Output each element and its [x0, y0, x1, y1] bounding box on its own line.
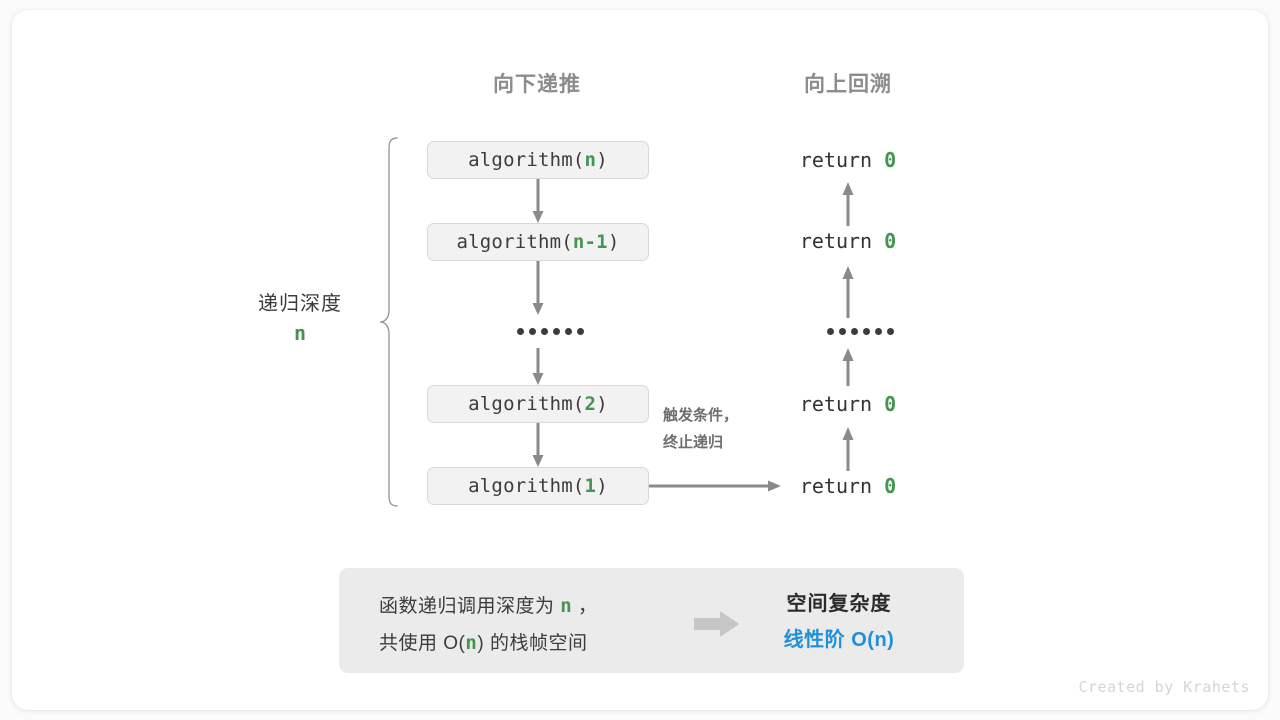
summary-line1-c: ， [572, 596, 598, 617]
summary-description: 函数递归调用深度为 n ， 共使用 O(n) 的栈帧空间 [379, 588, 598, 662]
return-label-4-text: return [799, 474, 885, 498]
return-label-3: return 0 [758, 392, 938, 416]
call-box-n-minus-1: algorithm(n-1) [427, 223, 649, 261]
down-arrow-2 [532, 261, 544, 315]
footer-credit: Created by Krahets [1078, 678, 1250, 696]
summary-description-line1: 函数递归调用深度为 n ， [379, 588, 598, 625]
recursion-depth-text: 递归深度 [258, 293, 342, 315]
recursion-depth-brace [379, 137, 398, 507]
return-label-4: return 0 [758, 474, 938, 498]
summary-description-line2: 共使用 O(n) 的栈帧空间 [379, 625, 598, 662]
diagram-card: 向下递推 向上回溯 递归深度 n algorithm(n) algorithm(… [12, 10, 1268, 710]
call-box-n-suffix: ) [596, 149, 608, 171]
return-label-1: return 0 [758, 148, 938, 172]
summary-result-value: 线性阶 O(n) [783, 629, 895, 651]
base-case-note-line1: 触发条件， [663, 407, 739, 424]
call-box-1-suffix: ) [596, 475, 608, 497]
base-case-note-line2: 终止递归 [663, 434, 724, 451]
call-box-n-minus-1-prefix: algorithm( [456, 231, 573, 253]
call-box-2-arg: 2 [584, 393, 597, 415]
down-arrow-1 [532, 179, 544, 223]
call-box-1: algorithm(1) [427, 467, 649, 505]
heading-upward-backtrack: 向上回溯 [804, 73, 892, 96]
call-box-2-suffix: ) [596, 393, 608, 415]
left-ellipsis-dots [517, 328, 584, 335]
summary-line2-a: 共使用 O( [379, 633, 466, 654]
summary-line1-n: n [560, 595, 573, 617]
call-box-2: algorithm(2) [427, 385, 649, 423]
result-arrow-icon [694, 611, 739, 637]
up-arrow-3 [842, 348, 854, 386]
down-arrow-3 [532, 348, 544, 385]
return-label-3-value: 0 [884, 392, 897, 416]
call-box-n-minus-1-suffix: ) [607, 231, 620, 253]
call-box-n-minus-1-arg: n-1 [572, 231, 608, 253]
call-box-2-prefix: algorithm( [468, 393, 585, 415]
call-box-n: algorithm(n) [427, 141, 649, 179]
return-label-1-text: return [799, 148, 885, 172]
base-case-arrow [649, 480, 781, 492]
return-label-2-text: return [799, 229, 885, 253]
base-case-note: 触发条件， 终止递归 [663, 402, 738, 456]
return-label-3-text: return [799, 392, 885, 416]
right-ellipsis-dots [827, 328, 894, 335]
recursion-depth-label: 递归深度 n [230, 290, 370, 348]
up-arrow-2 [842, 266, 854, 318]
call-box-1-arg: 1 [584, 475, 597, 497]
return-label-2: return 0 [758, 229, 938, 253]
heading-downward-recursion: 向下递推 [493, 73, 581, 96]
call-box-1-prefix: algorithm( [468, 475, 585, 497]
call-box-n-prefix: algorithm( [468, 149, 585, 171]
summary-line1-a: 函数递归调用深度为 [379, 596, 561, 617]
return-label-2-value: 0 [884, 229, 897, 253]
up-arrow-1 [842, 182, 854, 226]
recursion-depth-value: n [293, 321, 307, 345]
summary-line2-c: ) 的栈帧空间 [477, 633, 588, 654]
return-label-4-value: 0 [884, 474, 897, 498]
complexity-summary-panel: 函数递归调用深度为 n ， 共使用 O(n) 的栈帧空间 空间复杂度 线性阶 O… [339, 568, 964, 673]
call-box-n-arg: n [584, 149, 597, 171]
summary-result-title: 空间复杂度 [786, 593, 892, 615]
summary-result: 空间复杂度 线性阶 O(n) [739, 586, 939, 658]
down-arrow-4 [532, 423, 544, 467]
summary-line2-n: n [465, 632, 478, 654]
up-arrow-4 [842, 427, 854, 471]
return-label-1-value: 0 [884, 148, 897, 172]
